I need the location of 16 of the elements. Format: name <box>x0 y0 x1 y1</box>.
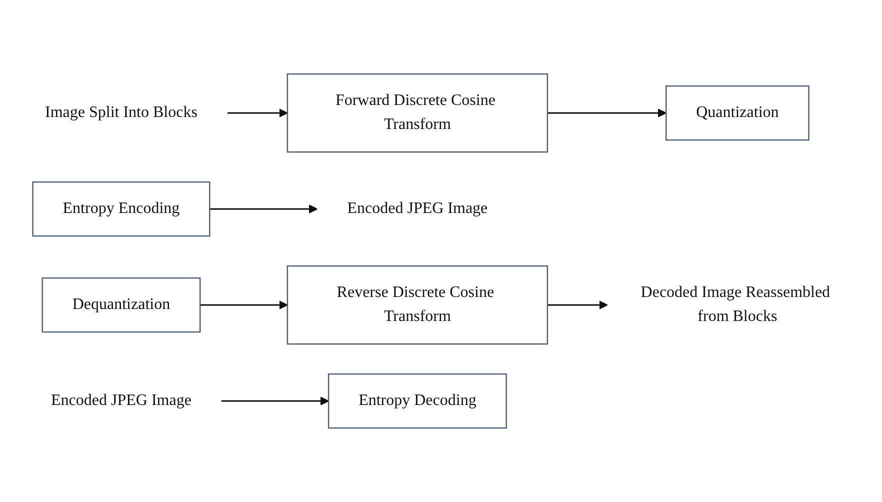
arrow <box>209 204 318 214</box>
arrow <box>547 108 666 118</box>
arrow <box>221 396 329 406</box>
node-box: Forward Discrete Cosine Transform <box>286 73 548 153</box>
node-box: Reverse Discrete Cosine Transform <box>286 265 548 345</box>
node-box: Entropy Encoding <box>32 181 210 237</box>
arrow <box>200 300 288 310</box>
node-text: Encoded JPEG Image <box>50 392 192 409</box>
node-text: Image Split Into Blocks <box>44 104 198 121</box>
node-box: Entropy Decoding <box>328 373 507 429</box>
node-text: Encoded JPEG Image <box>347 200 488 217</box>
arrow <box>547 300 608 310</box>
arrow <box>227 108 288 118</box>
node-text: Decoded Image Reassembled from Blocks <box>640 284 830 325</box>
node-box: Quantization <box>665 85 810 141</box>
node-box: Dequantization <box>42 277 200 333</box>
